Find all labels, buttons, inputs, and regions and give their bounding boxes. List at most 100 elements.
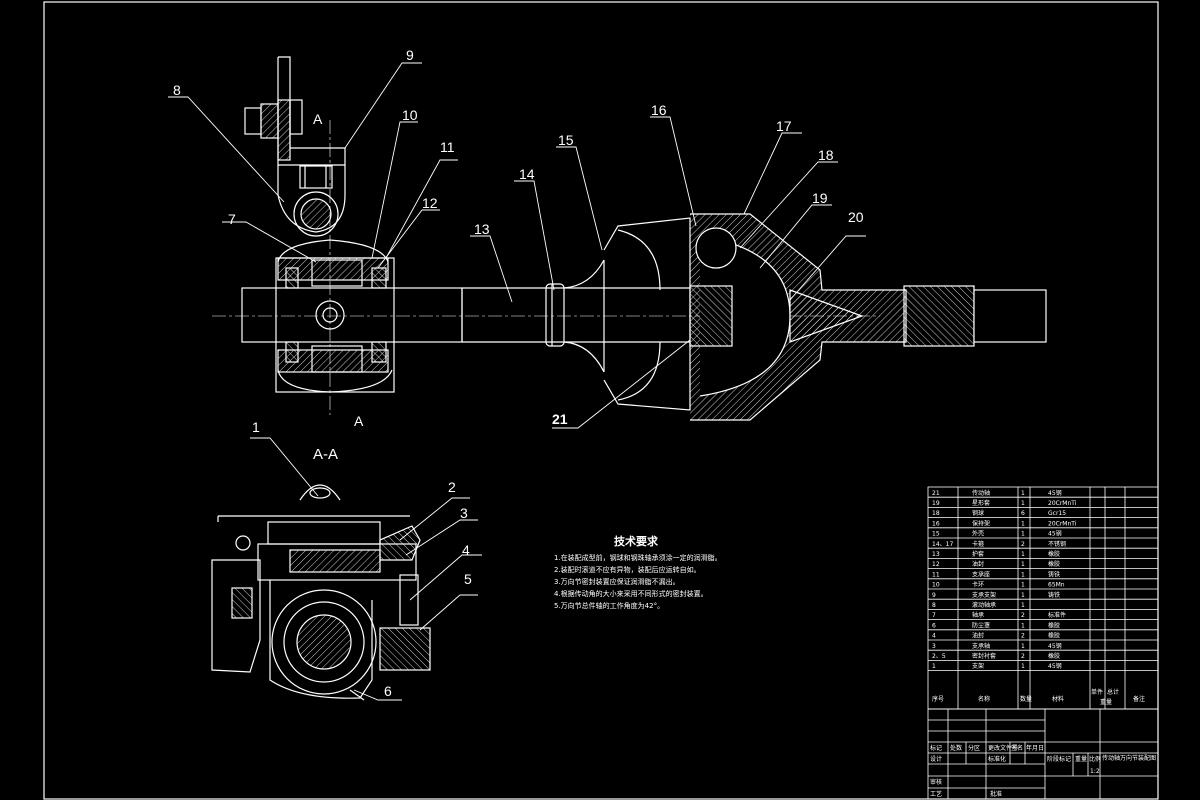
bom-cell-material: 20CrMnTi xyxy=(1048,520,1077,527)
bom-cell-material: 20CrMnTi xyxy=(1048,500,1077,507)
bom-cell-qty: 1 xyxy=(1021,582,1025,589)
bom-cell-qty: 1 xyxy=(1021,592,1025,599)
callout-11: 11 xyxy=(440,139,455,155)
tb-design: 设计 xyxy=(930,755,942,763)
bom-cell-name: 滚动轴承 xyxy=(972,601,996,609)
bom-cell-qty: 2 xyxy=(1021,633,1025,640)
title-block xyxy=(927,708,1159,800)
bom-cell-material: 45钢 xyxy=(1048,489,1062,497)
callout-19: 19 xyxy=(812,190,828,206)
bom-cell-name: 支承座 xyxy=(972,570,990,578)
bom-cell-qty: 1 xyxy=(1021,643,1025,650)
tb-zone: 分区 xyxy=(968,744,980,752)
bom-header-unit: 单件 xyxy=(1091,688,1103,696)
bom-cell-material: 橡胶 xyxy=(1048,550,1060,558)
callout-2: 2 xyxy=(448,479,456,495)
tb-approve: 批准 xyxy=(990,790,1002,798)
callout-4: 4 xyxy=(462,542,470,558)
bom-header-remark: 备注 xyxy=(1133,695,1145,703)
bom-cell-material: 橡胶 xyxy=(1048,652,1060,660)
tech-req-item: 3.万向节密封装置应保证润滑脂不漏出。 xyxy=(554,577,680,586)
bom-cell-no: 13 xyxy=(932,551,940,558)
bom-cell-material: 铸铁 xyxy=(1048,591,1060,599)
bom-cell-material: 橡胶 xyxy=(1048,560,1060,568)
bom-cell-name: 密封衬套 xyxy=(972,652,996,660)
bom-cell-no: 15 xyxy=(932,531,940,538)
bom-cell-name: 轴承 xyxy=(972,611,984,619)
bom-cell-no: 18 xyxy=(932,510,940,517)
drawing-title: 传动轴万向节装配图 xyxy=(1102,754,1156,762)
bom-cell-material: 标准件 xyxy=(1048,611,1066,619)
bom-cell-no: 2、5 xyxy=(932,653,946,660)
callout-16: 16 xyxy=(651,102,667,118)
bom-cell-no: 3 xyxy=(932,643,936,650)
bom-cell-name: 外壳 xyxy=(972,530,984,538)
bom-cell-name: 钢球 xyxy=(972,509,984,517)
main-assembly-view xyxy=(212,56,1047,421)
bom-cell-material: 橡胶 xyxy=(1048,632,1060,640)
bom-cell-name: 支架 xyxy=(972,662,984,670)
bom-cell-qty: 1 xyxy=(1021,520,1025,527)
bom-cell-no: 10 xyxy=(932,582,940,589)
bom-cell-name: 支承轴 xyxy=(972,642,990,650)
bom-header-no: 序号 xyxy=(932,695,944,703)
title-block-text: 标记 处数 分区 更改文件号 签名 年月日 设计 标准化 阶段标记 重量 比例 … xyxy=(930,744,1156,798)
callout-12: 12 xyxy=(422,195,438,211)
bom-cell-name: 卡环 xyxy=(972,581,984,589)
bom-cell-no: 12 xyxy=(932,561,940,568)
bom-cell-name: 支承支架 xyxy=(972,591,996,599)
bom-cell-name: 油封 xyxy=(972,632,984,640)
bom-cell-name: 星形套 xyxy=(972,499,990,507)
bom-cell-no: 6 xyxy=(932,622,936,629)
bom-cell-qty: 1 xyxy=(1021,551,1025,558)
bom-cell-no: 16 xyxy=(932,520,940,527)
bom-cell-name: 护套 xyxy=(972,550,984,558)
tb-weight: 重量 xyxy=(1075,755,1087,763)
bom-cell-name: 传动轴 xyxy=(972,489,990,497)
callout-7: 7 xyxy=(228,211,236,227)
bom-cell-no: 14、17 xyxy=(932,541,953,548)
bill-of-materials xyxy=(927,486,1159,710)
tech-req-item: 5.万向节总件轴的工作角度为42°。 xyxy=(554,601,664,610)
bom-cell-no: 7 xyxy=(932,612,936,619)
bom-header-weight: 重量 xyxy=(1100,698,1112,706)
bom-cell-material: 45钢 xyxy=(1048,642,1062,650)
callout-labels: 1 2 3 4 5 6 7 8 9 10 11 12 13 14 15 16 1… xyxy=(173,47,864,699)
callout-8: 8 xyxy=(173,82,181,98)
bom-cell-no: 1 xyxy=(932,663,936,670)
bom-cell-qty: 1 xyxy=(1021,602,1025,609)
bom-cell-qty: 2 xyxy=(1021,612,1025,619)
tech-req-item: 4.根据传动角的大小来采用不同形式的密封装置。 xyxy=(554,589,708,598)
bom-cell-name: 卡箍 xyxy=(972,540,984,548)
drawing-frame xyxy=(43,1,1159,800)
bom-cell-material: 65Mn xyxy=(1048,582,1065,589)
bom-header-qty: 数量 xyxy=(1020,695,1032,703)
tech-req-title: 技术要求 xyxy=(614,534,659,548)
tb-change: 更改文件号 xyxy=(988,744,1018,752)
tech-req-item: 1.在装配成型前，钢球和钢珠轴承须涂一定的润滑脂。 xyxy=(554,553,722,562)
tb-stage: 阶段标记 xyxy=(1047,755,1071,763)
tb-ratio: 比例 xyxy=(1089,755,1101,763)
bom-cell-qty: 1 xyxy=(1021,531,1025,538)
bom-cell-material: Gcr15 xyxy=(1048,510,1066,517)
section-mark-top: A xyxy=(313,111,323,127)
bom-cell-material: 45钢 xyxy=(1048,530,1062,538)
section-view-title: A-A xyxy=(313,446,338,463)
callout-13: 13 xyxy=(474,221,490,237)
tb-process: 工艺 xyxy=(930,790,942,798)
bom-cell-material: 45钢 xyxy=(1048,662,1062,670)
bom-header-name: 名称 xyxy=(978,695,990,703)
callout-20: 20 xyxy=(848,209,864,225)
tb-count: 处数 xyxy=(950,744,962,752)
callout-10: 10 xyxy=(402,107,418,123)
bom-cell-qty: 1 xyxy=(1021,663,1025,670)
callout-14: 14 xyxy=(519,166,535,182)
bom-cell-no: 11 xyxy=(932,571,940,578)
bom-cell-qty: 1 xyxy=(1021,490,1025,497)
bom-header-material: 材料 xyxy=(1052,695,1064,703)
bom-cell-qty: 1 xyxy=(1021,561,1025,568)
callout-15: 15 xyxy=(558,132,574,148)
tb-mark: 标记 xyxy=(930,744,942,752)
section-mark-bottom: A xyxy=(354,413,364,429)
